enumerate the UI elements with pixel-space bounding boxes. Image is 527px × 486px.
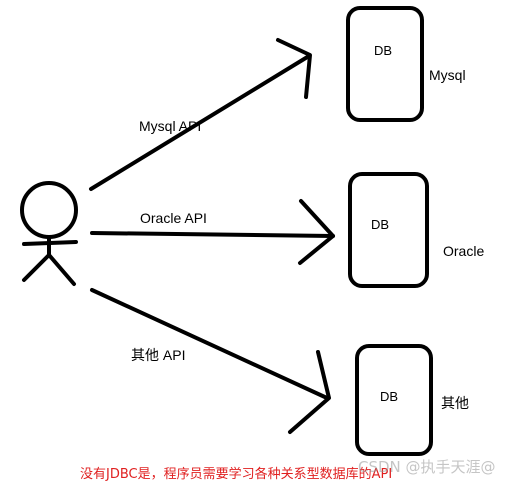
api-label-mysql: Mysql API — [139, 118, 202, 134]
db-box-mysql — [346, 6, 424, 122]
arrow-to-oracle — [90, 199, 335, 265]
caption-text: 没有JDBC是，程序员需要学习各种关系型数据库的API — [80, 467, 393, 482]
person-head — [20, 181, 78, 239]
db-box-label-other: DB — [380, 389, 399, 404]
person-icon — [20, 181, 78, 286]
arrow-to-other — [90, 288, 331, 434]
arrow-to-mysql — [89, 38, 312, 191]
person-left-leg — [22, 253, 51, 282]
db-box-other — [355, 344, 433, 456]
db-name-mysql: Mysql — [429, 67, 466, 83]
db-box-label-oracle: DB — [371, 217, 390, 232]
person-right-leg — [47, 253, 76, 286]
api-label-other: 其他 API — [131, 347, 186, 363]
api-label-oracle: Oracle API — [140, 210, 207, 226]
db-box-label-mysql: DB — [374, 43, 393, 58]
person-arms — [22, 240, 78, 246]
db-name-other: 其他 — [441, 395, 469, 411]
watermark-text: CSDN @执手天涯@ — [358, 458, 496, 476]
db-box-oracle — [348, 172, 429, 288]
db-name-oracle: Oracle — [443, 243, 485, 259]
